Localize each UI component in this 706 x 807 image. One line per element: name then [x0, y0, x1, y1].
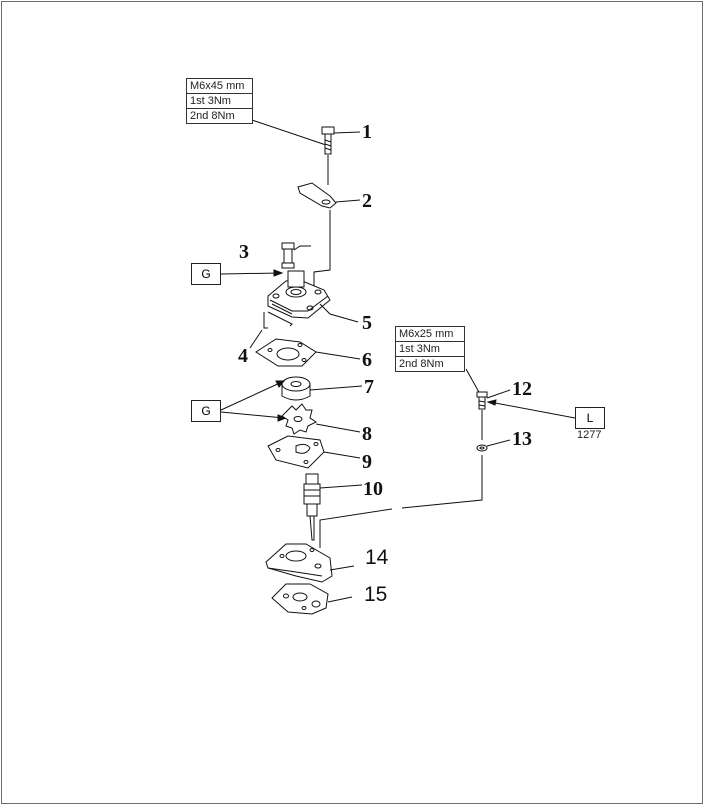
part-bolt-1 [321, 126, 335, 155]
leader-1 [333, 131, 361, 134]
leader-2 [335, 199, 361, 203]
leader-6 [315, 351, 361, 360]
callout-14: 14 [365, 546, 389, 569]
leader-10 [319, 484, 363, 489]
part-gasket-15 [271, 583, 329, 615]
part-3 [281, 242, 295, 269]
leader-8 [315, 423, 361, 433]
callout-15: 15 [364, 583, 388, 606]
part-base-14 [265, 543, 333, 583]
grease-tag-lower: G [191, 400, 221, 422]
callout-10: 10 [363, 478, 383, 500]
callout-12: 12 [512, 378, 532, 400]
callout-2: 2 [362, 190, 372, 212]
leader-grease-upper [220, 272, 281, 275]
leader-grease-lower-a [220, 381, 283, 411]
leader-14 [329, 565, 355, 571]
callout-4: 4 [238, 345, 248, 367]
spec-upper-torque-1: 1st 3Nm [187, 94, 252, 109]
leader-7 [309, 385, 363, 391]
grease-tag-upper: G [191, 263, 221, 285]
part-bolt-12 [476, 391, 488, 410]
leader-4 [249, 329, 263, 349]
part-gasket-6 [255, 338, 317, 367]
part-plate-2 [297, 182, 337, 209]
leader-spec-lower [465, 368, 481, 395]
spec-upper-size: M6x45 mm [187, 79, 252, 94]
part-plate-9 [267, 435, 325, 469]
leader-9 [323, 451, 361, 459]
spec-upper-torque-2: 2nd 8Nm [190, 110, 235, 122]
locking-tag: L [575, 407, 605, 429]
callout-1: 1 [362, 121, 372, 143]
axis-line-2 [313, 210, 331, 290]
leader-5 [319, 303, 359, 323]
leader-15 [327, 596, 353, 603]
spec-lower-torque-2: 2nd 8Nm [399, 358, 444, 370]
part-housing-5 [267, 270, 331, 319]
part-pin-4 [263, 311, 293, 329]
part-shaft-10 [303, 473, 321, 541]
leader-grease-lower-b [220, 411, 285, 419]
part-impeller-8 [281, 403, 317, 435]
callout-13: 13 [512, 428, 532, 450]
spec-lower-size: M6x25 mm [396, 327, 464, 342]
callout-3: 3 [239, 241, 249, 263]
callout-8: 8 [362, 423, 372, 445]
part-washer-13 [476, 444, 488, 452]
callout-7: 7 [364, 376, 374, 398]
leader-13 [486, 439, 511, 447]
axis-line-3 [319, 455, 483, 548]
leader-12 [486, 389, 511, 399]
locking-code: 1277 [577, 429, 602, 441]
leader-locking [489, 401, 576, 419]
callout-6: 6 [362, 349, 372, 371]
callout-5: 5 [362, 312, 372, 334]
leader-spec-upper [251, 119, 327, 146]
spec-box-upper: M6x45 mm 1st 3Nm 2nd 8Nm [186, 78, 253, 124]
callout-9: 9 [362, 451, 372, 473]
leader-3 [293, 245, 311, 251]
part-liner-7 [281, 376, 311, 401]
spec-lower-torque-1: 1st 3Nm [396, 342, 464, 357]
spec-box-lower: M6x25 mm 1st 3Nm 2nd 8Nm [395, 326, 465, 372]
